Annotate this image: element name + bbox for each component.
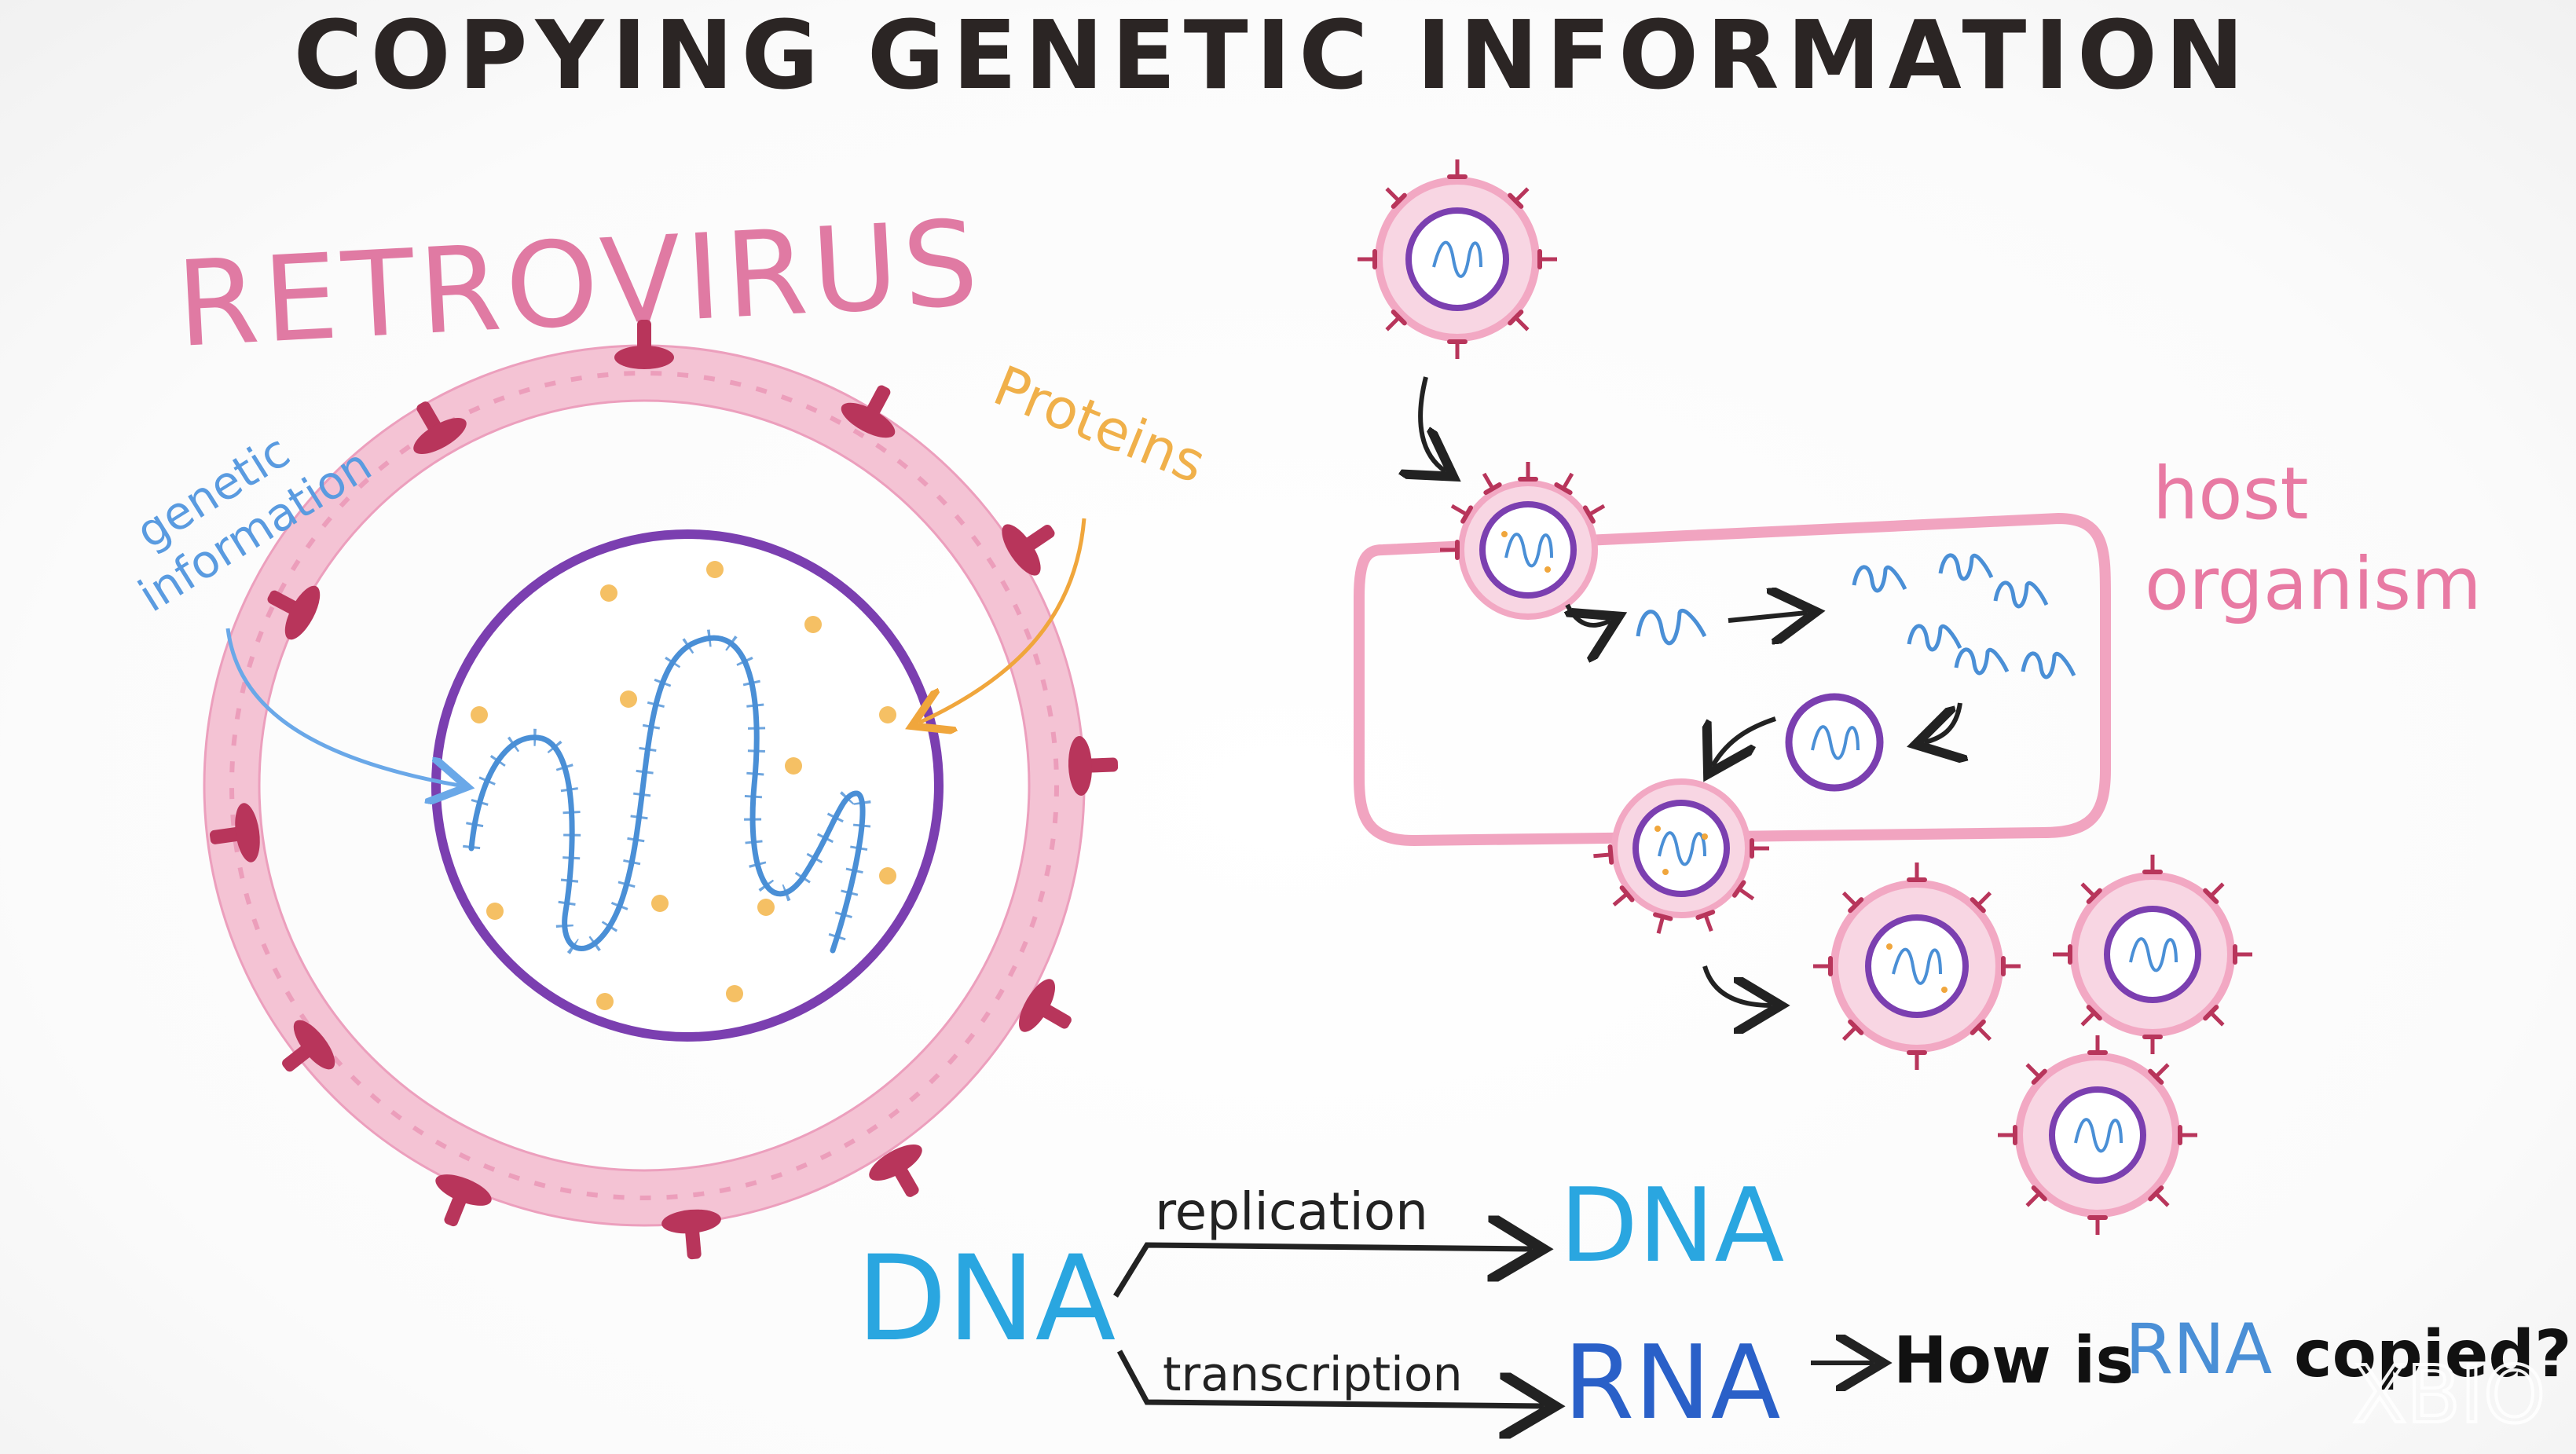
virion-released-3: [1998, 1035, 2197, 1235]
host-cell: [1354, 512, 2111, 847]
replication-arrow: [1113, 1245, 1532, 1298]
transcription-rna: RNA: [1563, 1323, 1781, 1442]
arrow-release: [1702, 965, 1772, 1005]
dna-source: DNA: [856, 1231, 1116, 1368]
rna-strand: [468, 635, 866, 954]
protein-dots: [471, 561, 896, 1010]
proteins-label: Proteins: [985, 353, 1215, 496]
question-rna: RNA: [2125, 1309, 2272, 1390]
page-title: COPYING GENETIC INFORMATION: [294, 2, 2252, 111]
arrow-replicate: [1728, 613, 1807, 621]
transcription-label: transcription: [1163, 1347, 1463, 1402]
replication-dna: DNA: [1559, 1166, 1784, 1285]
genetic-pointer-arrow: [225, 628, 460, 786]
central-dogma-flow: DNA replication DNA transcription RNA Ho…: [856, 1166, 2572, 1442]
host-organism-label: host organism: [2145, 452, 2482, 626]
virion-budding: [1593, 778, 1769, 936]
virion-released-2: [2053, 855, 2252, 1054]
virion-assembling: [1785, 693, 1884, 792]
host-label-line2: organism: [2145, 542, 2482, 626]
arrow-bud: [1713, 716, 1776, 766]
host-lifecycle: host organism: [1354, 159, 2482, 1235]
retrovirus-diagram: genetic information Proteins: [100, 320, 1215, 1262]
arrow-enter: [1420, 376, 1446, 471]
free-rna: [1636, 609, 1707, 646]
replication-label: replication: [1155, 1181, 1428, 1242]
virion-fusing: [1440, 462, 1608, 620]
viral-capsid: [431, 529, 944, 1042]
xbio-watermark: XBIO: [2353, 1349, 2545, 1441]
transcription-arrow: [1116, 1350, 1544, 1406]
retrovirus-label: RETROVIRUS: [174, 195, 986, 373]
host-label-line1: host: [2153, 452, 2309, 536]
question-prefix: How is: [1893, 1324, 2134, 1398]
question-suffix: copied?: [2294, 1317, 2572, 1392]
replicated-rna: [1852, 553, 2076, 679]
arrow-assemble: [1925, 702, 1960, 742]
genetic-information-label: genetic information: [100, 391, 380, 622]
virion-released-1: [1813, 863, 2021, 1070]
virion-incoming: [1358, 159, 1557, 359]
arrow-release-rna: [1567, 603, 1610, 625]
proteins-pointer-arrow: [919, 518, 1086, 723]
